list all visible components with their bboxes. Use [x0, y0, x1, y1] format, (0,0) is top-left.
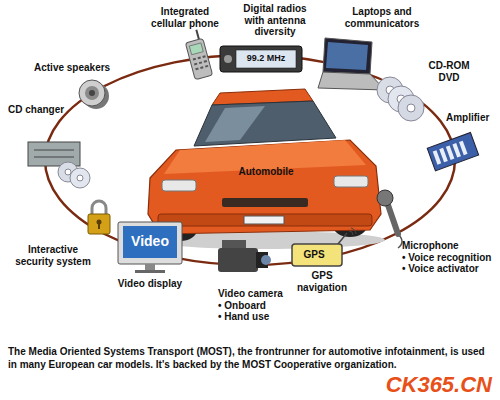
- cd-icon: [377, 77, 424, 121]
- speaker-icon: [79, 80, 109, 109]
- radio-icon: [220, 46, 302, 72]
- lock-icon: [88, 201, 110, 234]
- caption: The Media Oriented Systems Transport (MO…: [8, 345, 492, 371]
- amplifier-icon: [427, 133, 478, 171]
- device-label: Interactive security system: [10, 244, 96, 267]
- device-label: Integrated cellular phone: [145, 6, 225, 29]
- ring-bus: [45, 55, 455, 265]
- gps-icon: [292, 228, 356, 266]
- screen-text: Video: [123, 233, 177, 249]
- device-label: Digital radios with antenna diversity: [238, 3, 312, 38]
- label-stack: Microphone• Voice recognition• Voice act…: [402, 240, 498, 275]
- bullet-item: • Voice activator: [402, 263, 498, 275]
- laptop-icon: [318, 38, 385, 90]
- device-label: GPS navigation: [294, 270, 350, 293]
- bullet-item: • Voice recognition: [402, 252, 498, 264]
- display-readout: 99.2 MHz: [236, 53, 296, 63]
- monitor-icon: [118, 222, 182, 273]
- bullet-item: • Onboard: [218, 300, 290, 312]
- device-label: Active speakers: [34, 62, 120, 74]
- device-text: GPS: [292, 249, 336, 261]
- device-label: Laptops and communicators: [338, 6, 426, 29]
- bullet-item: • Hand use: [218, 311, 290, 323]
- device-label: Microphone: [402, 240, 498, 252]
- device-label: CD changer: [8, 104, 68, 116]
- cd-changer-icon: [28, 142, 90, 188]
- device-label: Video display: [108, 278, 192, 290]
- label-stack: Video camera• Onboard• Hand use: [218, 288, 290, 323]
- car-label: Automobile: [230, 166, 302, 178]
- microphone-icon: [377, 190, 402, 248]
- device-label: Amplifier: [446, 112, 498, 124]
- camera-icon: [218, 240, 271, 272]
- device-label: Video camera: [218, 288, 290, 300]
- watermark: CK365.CN: [386, 373, 492, 397]
- device-label: CD-ROM DVD: [424, 60, 474, 83]
- phone-icon: [183, 29, 213, 80]
